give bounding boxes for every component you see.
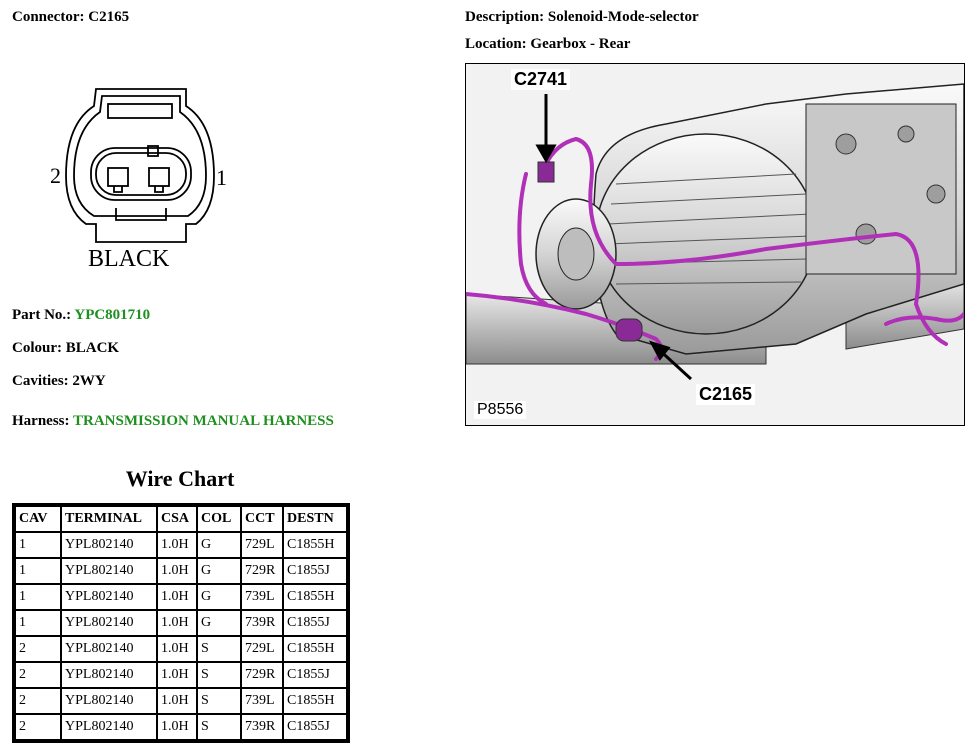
cell-terminal: YPL802140 (61, 610, 157, 636)
cell-destn: C1855H (283, 584, 347, 610)
cell-cav: 2 (15, 662, 61, 688)
cell-cct: 729L (241, 532, 283, 558)
plate-number: P8556 (474, 401, 527, 419)
cell-cav: 1 (15, 558, 61, 584)
cell-col: G (197, 532, 241, 558)
col-header-destn: DESTN (283, 506, 347, 532)
cell-cct: 729R (241, 558, 283, 584)
connector-id: C2165 (88, 9, 130, 25)
cell-csa: 1.0H (157, 584, 197, 610)
callout-c2165: C2165 (696, 384, 756, 405)
cell-col: S (197, 662, 241, 688)
col-header-cct: CCT (241, 506, 283, 532)
cell-destn: C1855H (283, 532, 347, 558)
location-value: Gearbox - Rear (530, 36, 631, 52)
cell-terminal: YPL802140 (61, 636, 157, 662)
location-label: Location: (465, 36, 527, 52)
cell-cct: 729R (241, 662, 283, 688)
col-header-cav: CAV (15, 506, 61, 532)
cavities-row: Cavities: 2WY (12, 373, 106, 390)
cell-cct: 739L (241, 688, 283, 714)
pin-2-label: 2 (50, 163, 61, 188)
colour-value: BLACK (65, 340, 120, 356)
cell-csa: 1.0H (157, 636, 197, 662)
cell-col: G (197, 610, 241, 636)
wire-chart-header-row: CAV TERMINAL CSA COL CCT DESTN (15, 506, 347, 532)
cell-terminal: YPL802140 (61, 584, 157, 610)
connector-label: Connector: (12, 9, 85, 25)
cell-col: G (197, 558, 241, 584)
cell-col: G (197, 584, 241, 610)
part-number-label: Part No.: (12, 307, 72, 323)
connector-face-diagram: 2 1 BLACK (50, 88, 226, 272)
cell-csa: 1.0H (157, 714, 197, 740)
part-number-link[interactable]: YPC801710 (74, 307, 151, 323)
callout-c2741: C2741 (511, 69, 571, 90)
cell-col: S (197, 688, 241, 714)
colour-row: Colour: BLACK (12, 340, 119, 357)
pin-1-label: 1 (216, 165, 226, 190)
cell-destn: C1855J (283, 714, 347, 740)
wire-chart-title: Wire Chart (125, 466, 235, 491)
diagram-colour-text: BLACK (88, 246, 170, 272)
harness-link[interactable]: TRANSMISSION MANUAL HARNESS (72, 413, 334, 429)
location-heading: Location: Gearbox - Rear (465, 36, 630, 53)
description-value: Solenoid-Mode-selector (547, 9, 699, 25)
cell-terminal: YPL802140 (61, 714, 157, 740)
connector-heading: Connector: C2165 (12, 9, 129, 26)
cell-csa: 1.0H (157, 558, 197, 584)
cell-destn: C1855J (283, 558, 347, 584)
cell-terminal: YPL802140 (61, 558, 157, 584)
cell-csa: 1.0H (157, 688, 197, 714)
harness-row: Harness: TRANSMISSION MANUAL HARNESS (12, 413, 334, 430)
cell-col: S (197, 636, 241, 662)
cell-cav: 1 (15, 610, 61, 636)
cell-destn: C1855H (283, 636, 347, 662)
cell-destn: C1855J (283, 662, 347, 688)
cavities-value: 2WY (72, 373, 106, 389)
cell-cct: 739R (241, 610, 283, 636)
cell-cct: 739L (241, 584, 283, 610)
cell-cav: 2 (15, 714, 61, 740)
harness-label: Harness: (12, 413, 70, 429)
cell-csa: 1.0H (157, 532, 197, 558)
cell-destn: C1855H (283, 688, 347, 714)
cell-terminal: YPL802140 (61, 662, 157, 688)
cell-cav: 2 (15, 688, 61, 714)
colour-label: Colour: (12, 340, 62, 356)
description-heading: Description: Solenoid-Mode-selector (465, 9, 699, 26)
location-photo: C2741 C2165 P8556 (465, 63, 965, 426)
cell-cav: 2 (15, 636, 61, 662)
part-number-row: Part No.: YPC801710 (12, 307, 150, 324)
cell-col: S (197, 714, 241, 740)
col-header-col: COL (197, 506, 241, 532)
cell-cct: 729L (241, 636, 283, 662)
cavities-label: Cavities: (12, 373, 69, 389)
cell-csa: 1.0H (157, 662, 197, 688)
cell-cav: 1 (15, 584, 61, 610)
cell-cct: 739R (241, 714, 283, 740)
col-header-csa: CSA (157, 506, 197, 532)
col-header-terminal: TERMINAL (61, 506, 157, 532)
description-label: Description: (465, 9, 545, 25)
cell-destn: C1855J (283, 610, 347, 636)
gearbox-illustration (466, 83, 964, 381)
cell-terminal: YPL802140 (61, 688, 157, 714)
cell-terminal: YPL802140 (61, 532, 157, 558)
cell-cav: 1 (15, 532, 61, 558)
cell-csa: 1.0H (157, 610, 197, 636)
